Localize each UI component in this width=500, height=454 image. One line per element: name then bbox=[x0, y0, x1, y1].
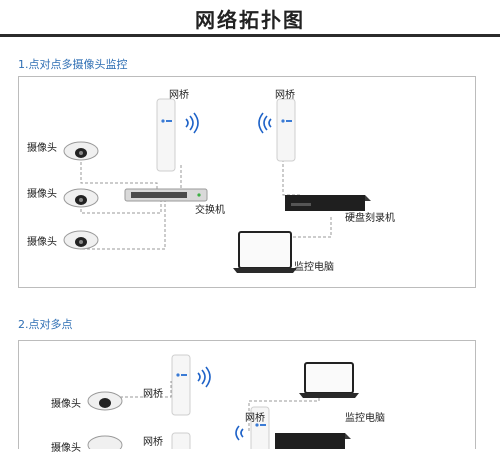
bridge-a-label: 网桥 bbox=[143, 389, 163, 400]
nvr-recorder-icon bbox=[285, 195, 371, 211]
camera-icon-3 bbox=[63, 230, 99, 250]
monitor-label: 监控电脑 bbox=[345, 413, 385, 424]
wifi-signal-icon-right bbox=[258, 112, 272, 134]
monitor-computer-icon bbox=[233, 231, 297, 273]
wifi-signal-icon-center bbox=[235, 425, 244, 441]
diagram-panel-1: 网桥 网桥 摄像头 摄像头 摄像头 交换机 硬盘刻录机 监控电脑 bbox=[18, 76, 476, 288]
topology-diagram-1 bbox=[63, 98, 371, 273]
monitor-computer-icon bbox=[299, 362, 359, 398]
cable-center-monitor bbox=[248, 393, 320, 431]
cable-cam1-bridge-a bbox=[105, 381, 172, 398]
camera-icon-1 bbox=[63, 141, 99, 161]
nvr-recorder-icon bbox=[275, 433, 351, 449]
bridge-left-icon bbox=[156, 98, 176, 172]
bridge-center-label: 网桥 bbox=[245, 413, 265, 424]
bridge-a-icon bbox=[171, 354, 191, 416]
topology-diagram-2 bbox=[87, 354, 359, 449]
camera-icon-2 bbox=[63, 188, 99, 208]
camera-icon-2 bbox=[87, 435, 123, 449]
bridge-right-icon bbox=[276, 98, 296, 162]
diagram-panel-2: 网桥 网桥 网桥 摄像头 摄像头 监控电脑 bbox=[18, 340, 476, 454]
cable-nvr-monitor bbox=[281, 217, 332, 238]
title-divider bbox=[0, 34, 500, 37]
bridge-center-icon bbox=[250, 406, 270, 449]
section-2-heading: 2.点对多点 bbox=[18, 318, 73, 331]
section-1-heading: 1.点对点多摄像头监控 bbox=[18, 58, 128, 71]
cable-cam2-switch bbox=[80, 201, 162, 214]
camera-1-label: 摄像头 bbox=[51, 399, 81, 410]
cable-bridge-nvr bbox=[282, 159, 301, 196]
wifi-signal-icon-bridge-a bbox=[197, 366, 211, 388]
camera-1-label: 摄像头 bbox=[27, 143, 57, 154]
cable-lines-2 bbox=[105, 381, 320, 431]
camera-icon-1 bbox=[87, 391, 123, 411]
camera-3-label: 摄像头 bbox=[27, 237, 57, 248]
nvr-label: 硬盘刻录机 bbox=[345, 213, 395, 224]
switch-icon bbox=[124, 188, 208, 202]
wifi-signal-icon-left bbox=[185, 112, 199, 134]
switch-label: 交换机 bbox=[195, 205, 225, 216]
monitor-label: 监控电脑 bbox=[294, 262, 334, 273]
camera-2-label: 摄像头 bbox=[27, 189, 57, 200]
bridge-b-label: 网桥 bbox=[143, 437, 163, 448]
bridge-left-label: 网桥 bbox=[169, 90, 189, 101]
page-title: 网络拓扑图 bbox=[195, 8, 305, 32]
bridge-right-label: 网桥 bbox=[275, 90, 295, 101]
